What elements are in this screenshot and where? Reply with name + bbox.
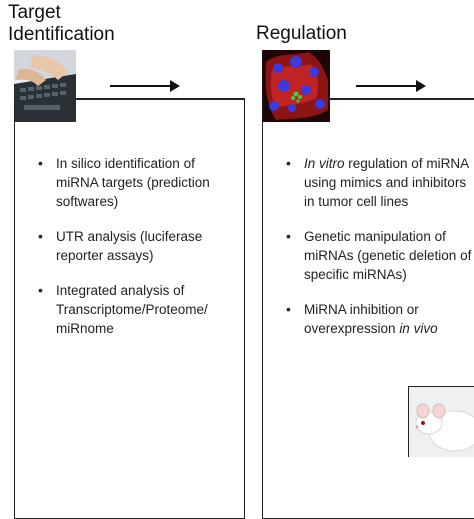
laptop-keyboard-photo bbox=[14, 50, 76, 122]
white-mouse-photo bbox=[408, 386, 474, 457]
list-item: Genetic manipulation of miRNAs (genetic … bbox=[278, 227, 474, 284]
list-item: MiRNA inhibition or overexpression in vi… bbox=[278, 300, 474, 338]
panel2-bullet-list: In vitro regulation of miRNA using mimic… bbox=[278, 154, 474, 354]
list-item: UTR analysis (luciferase reporter assays… bbox=[30, 227, 238, 265]
panel1-bullet-list: In silico identification of miRNA target… bbox=[30, 154, 238, 354]
panel1-title-line1: Target bbox=[8, 2, 61, 23]
arrow-right-icon bbox=[356, 80, 426, 92]
panel1-title-line2: Identification bbox=[8, 24, 115, 45]
panel2-title: Regulation bbox=[256, 23, 347, 45]
fluorescence-microscopy-photo bbox=[262, 50, 330, 122]
arrow-right-icon bbox=[110, 80, 180, 92]
list-item: Integrated analysis of Transcriptome/Pro… bbox=[30, 281, 238, 338]
panel1-box-top-right bbox=[76, 98, 244, 100]
panel2-box-top-right bbox=[330, 98, 474, 100]
list-item: In silico identification of miRNA target… bbox=[30, 154, 238, 211]
panel2-title-line1: Regulation bbox=[256, 23, 347, 44]
list-item: In vitro regulation of miRNA using mimic… bbox=[278, 154, 474, 211]
panel1-title: Target Identification bbox=[8, 2, 115, 46]
